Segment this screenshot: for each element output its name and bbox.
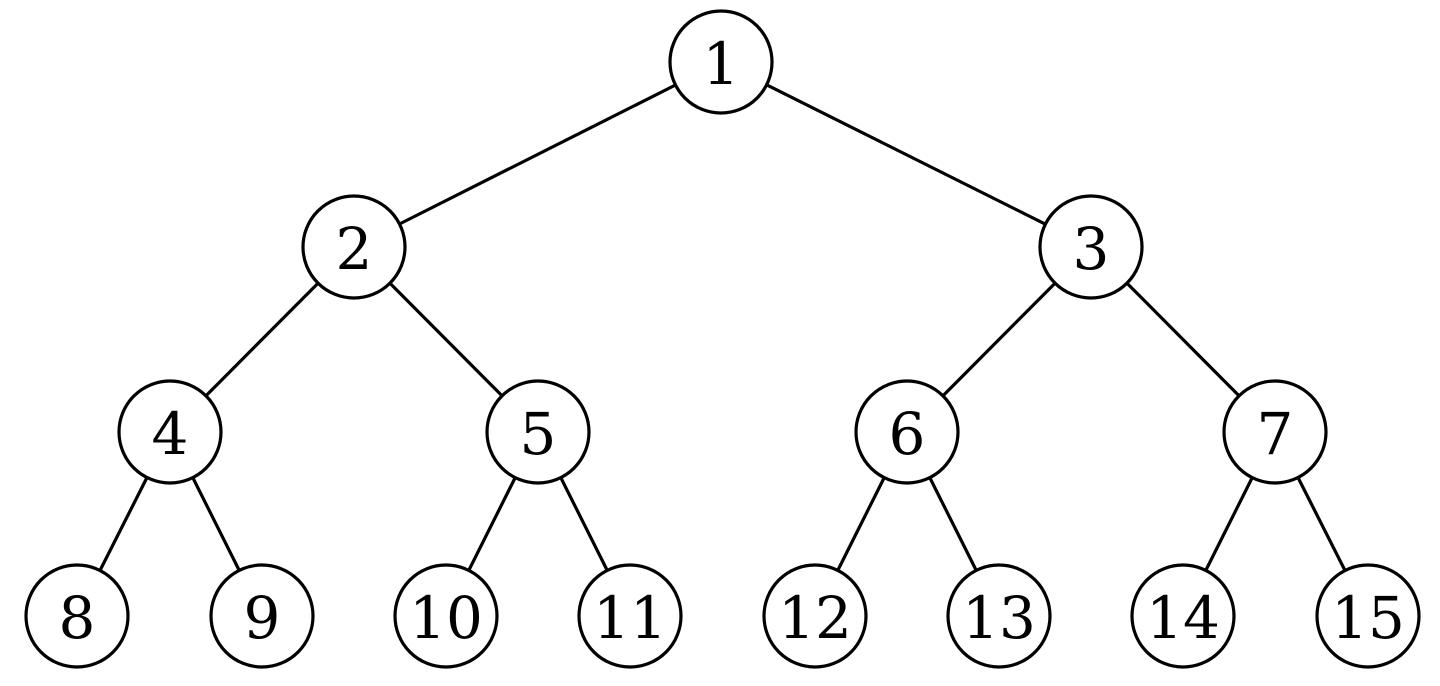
node-label: 8 [59,584,96,652]
edge-5-11 [559,476,609,572]
tree-node-11: 11 [577,563,683,669]
node-circle [946,563,1052,669]
node-label: 1 [703,30,740,98]
tree-node-15: 15 [1315,563,1421,669]
tree-node-14: 14 [1130,563,1236,669]
tree-node-8: 8 [24,563,130,669]
node-label: 4 [152,400,189,468]
node-label: 6 [889,400,926,468]
edge-1-3 [765,83,1047,226]
edge-1-2 [398,83,677,226]
tree-node-7: 7 [1222,379,1328,485]
edge-5-10 [467,476,517,572]
node-label: 11 [593,584,667,652]
edge-2-4 [204,282,320,397]
tree-node-3: 3 [1038,194,1144,300]
node-circle [854,379,960,485]
edge-7-14 [1204,476,1254,572]
edge-7-15 [1296,476,1347,572]
node-label: 13 [962,584,1036,652]
tree-node-13: 13 [946,563,1052,669]
tree-node-12: 12 [762,563,868,669]
edge-6-12 [836,476,886,572]
tree-node-10: 10 [393,563,499,669]
edge-4-9 [191,476,241,572]
node-circle [1315,563,1421,669]
edge-6-13 [928,476,978,572]
node-circle [762,563,868,669]
node-label: 2 [336,215,373,283]
tree-node-2: 2 [301,194,407,300]
node-circle [1038,194,1144,300]
edge-3-6 [941,282,1057,397]
node-circle [393,563,499,669]
edges-layer [98,83,1347,572]
tree-node-1: 1 [668,9,774,115]
node-circle [209,563,315,669]
edge-3-7 [1125,282,1241,397]
node-label: 10 [409,584,483,652]
node-label: 3 [1073,215,1110,283]
node-label: 14 [1146,584,1220,652]
node-circle [668,9,774,115]
edge-2-5 [388,282,504,397]
node-label: 15 [1331,584,1405,652]
edge-4-8 [98,476,149,572]
node-label: 5 [520,400,557,468]
node-circle [577,563,683,669]
tree-node-6: 6 [854,379,960,485]
tree-node-5: 5 [485,379,591,485]
node-circle [1222,379,1328,485]
tree-node-9: 9 [209,563,315,669]
node-circle [117,379,223,485]
node-circle [24,563,130,669]
node-label: 7 [1257,400,1294,468]
node-circle [485,379,591,485]
node-label: 12 [778,584,852,652]
node-circle [1130,563,1236,669]
tree-node-4: 4 [117,379,223,485]
node-circle [301,194,407,300]
node-label: 9 [244,584,281,652]
